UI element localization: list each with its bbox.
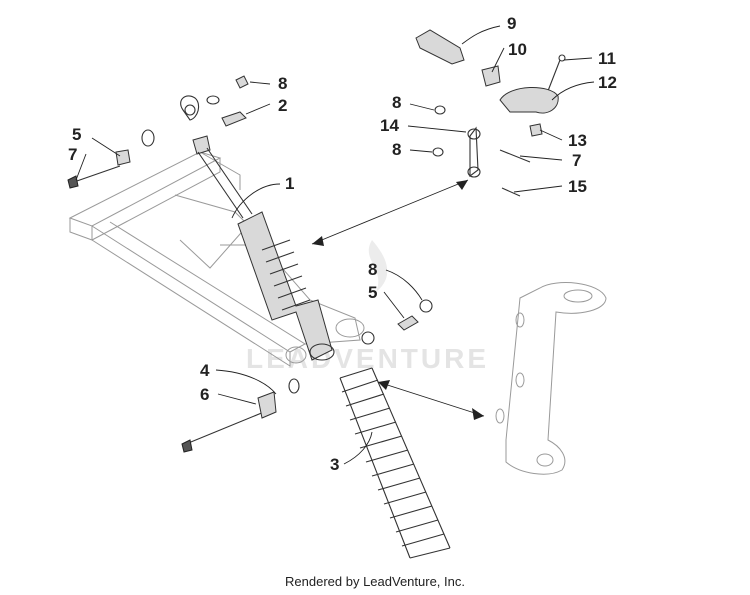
callout-10: 10 (508, 40, 527, 59)
watermark-text: LEADVENTURE (246, 343, 489, 374)
callout-3: 3 (330, 455, 339, 474)
footer-credit: Rendered by LeadVenture, Inc. (285, 574, 465, 589)
leader-lines (75, 25, 595, 465)
callout-11: 11 (598, 49, 616, 68)
callout-6: 6 (200, 385, 209, 404)
callout-8-upper-left: 8 (278, 74, 287, 93)
callout-7-left: 7 (68, 145, 77, 164)
shock-body-rings (261, 239, 311, 311)
callout-15: 15 (568, 177, 587, 196)
watermark: LEADVENTURE (246, 240, 489, 374)
coil-spring (339, 367, 451, 559)
callout-12: 12 (598, 73, 617, 92)
callout-8-link-upper: 8 (392, 93, 401, 112)
spindle-knuckle (495, 282, 607, 475)
callout-numbers: 8 2 5 7 1 9 10 11 12 8 14 8 13 7 15 8 5 … (68, 14, 617, 474)
upper-hardware (67, 75, 249, 189)
linkage-hardware (415, 29, 566, 197)
callout-13: 13 (568, 131, 587, 150)
callout-2: 2 (278, 96, 287, 115)
callout-5-lower: 5 (368, 283, 377, 302)
callout-9: 9 (507, 14, 516, 33)
callout-8-lower: 8 (368, 260, 377, 279)
lower-hardware (181, 299, 433, 453)
callout-7-right: 7 (572, 151, 581, 170)
callout-8-link-lower: 8 (392, 140, 401, 159)
shock-absorber (180, 95, 335, 361)
callout-5-upper: 5 (72, 125, 81, 144)
assembly-arrows (311, 179, 485, 420)
callout-4: 4 (200, 361, 210, 380)
callout-1: 1 (285, 174, 294, 193)
callout-14: 14 (380, 116, 399, 135)
